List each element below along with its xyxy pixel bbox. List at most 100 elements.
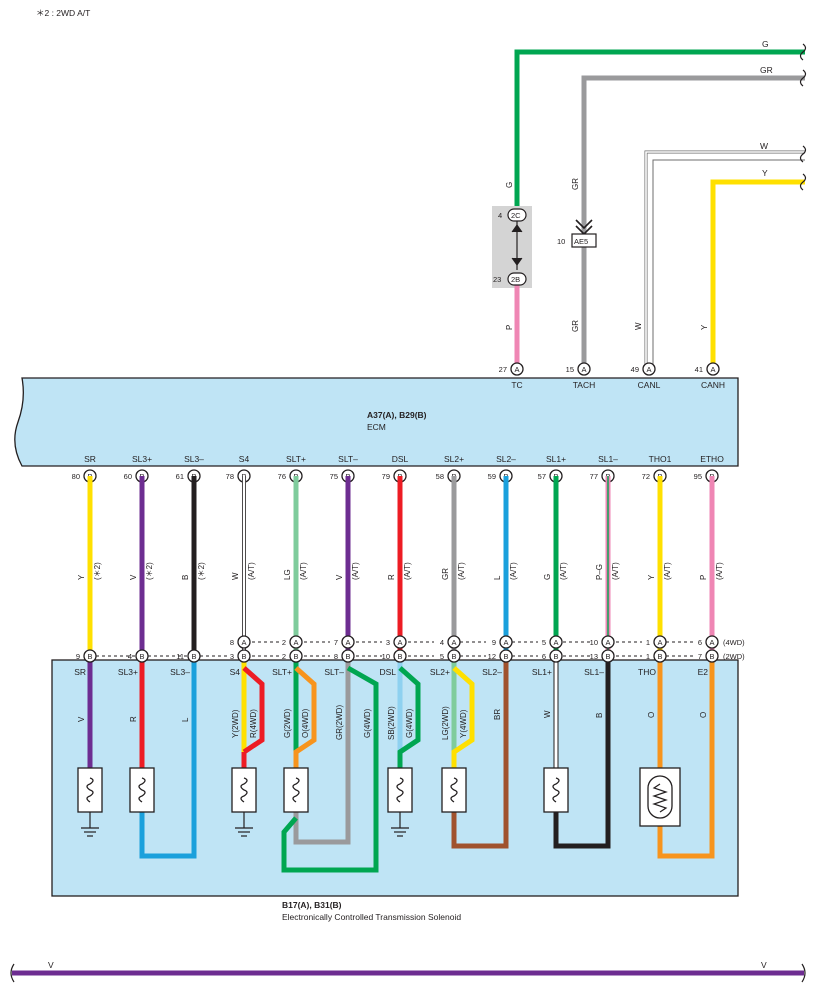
middle-wire-color: P [699,575,708,580]
b-row-pin [341,649,355,663]
middle-wire-note: (＊2) [145,562,154,580]
b-row-pin-num: 11 [176,652,184,661]
b-row-pin-num: 7 [698,652,702,661]
ecm-bottom-pin-num: 61 [176,472,184,481]
ecm-bottom-pin-name: THO1 [649,454,672,464]
solenoid-pin-name: E2 [698,667,709,677]
solenoid-pin-name: SL1+ [532,667,552,677]
svg-text:B: B [191,652,196,661]
b-row-pin [653,649,667,663]
a-row-pin-num: 5 [542,638,546,647]
solenoid-wires [87,662,715,873]
a-row-pin [601,635,615,649]
middle-wire-color: GR [441,568,450,580]
svg-text:W: W [543,710,552,718]
a-row-pin-num: 1 [646,638,650,647]
b-row-pin-num: 8 [334,652,338,661]
ecm-bottom-pin-name: SL1+ [546,454,566,464]
svg-text:B: B [397,652,402,661]
b-row-pin-num: 1 [646,652,650,661]
svg-text:G(2WD): G(2WD) [283,708,292,738]
ecm-top-pin-canl [642,362,656,376]
ecm-top-pin-canh [706,362,720,376]
middle-wire-note: (A/T) [559,562,568,580]
middle-wires: Y(＊2)V(＊2)B(＊2)W(A/T)LG(A/T)V(A/T)R(A/T)… [77,476,724,652]
a-row-pin-num: 3 [386,638,390,647]
ecm-bottom-pin-num: 76 [278,472,286,481]
ecm-top-pin-name: TACH [573,380,596,390]
a-row-pin [653,635,667,649]
wire-y-top [710,179,805,368]
b-row-pin [135,649,149,663]
svg-text:A: A [657,638,662,647]
svg-text:B: B [595,713,604,718]
b-row-pin [705,649,719,663]
a-row-pin [549,635,563,649]
ecm-bottom-pin-name: SLT– [338,454,358,464]
middle-wire-note: (A/T) [457,562,466,580]
svg-text:GR(2WD): GR(2WD) [335,705,344,740]
svg-text:B: B [345,652,350,661]
solenoid-wire-labels: V R L Y(2WD) R(4WD) G(2WD) O(4WD) GR(2WD… [77,705,708,740]
a-row-pin-num: 8 [230,638,234,647]
middle-wire-note: (A/T) [509,562,518,580]
middle-wire-note: (＊2) [197,562,206,580]
ecm-bottom-pin-name: SLT+ [286,454,306,464]
a-row-pin-num: 9 [492,638,496,647]
solenoid-pin-name: SR [74,667,86,677]
svg-text:LG(2WD): LG(2WD) [441,706,450,740]
svg-text:V: V [77,716,86,722]
svg-text:B: B [87,652,92,661]
solenoid-pin-name: SL3+ [118,667,138,677]
wire-gr-top [581,75,805,368]
svg-text:A: A [581,365,586,374]
ecm-bottom-pin-name: SL3+ [132,454,152,464]
ecm-top-pin-tach [577,362,591,376]
solenoid-pin-name: SL2+ [430,667,450,677]
b-row-pin-num: 10 [382,652,390,661]
splice-ae5-box [571,233,597,248]
svg-text:B: B [709,652,714,661]
wire-y-end-label: Y [762,168,768,178]
ecm-bottom-pin-num: 78 [226,472,234,481]
ecm-bottom-pin-name: SL2– [496,454,516,464]
ecm-bottom-pin-name: S4 [239,454,250,464]
wire-gr-lower-label: GR [571,320,580,332]
svg-text:B: B [657,652,662,661]
b-row-pin-num: 13 [590,652,598,661]
b-row-pin-num: 5 [440,652,444,661]
svg-text:B: B [451,652,456,661]
ecm-label: A37(A), B29(B) [367,410,427,420]
svg-text:A: A [709,638,714,647]
middle-wire-color: Y [77,574,86,580]
b-row-pin-num: 2 [282,652,286,661]
b-row-pin-num: 4 [128,652,132,661]
b-row-pin-num: 3 [230,652,234,661]
a-row-pin [499,635,513,649]
ecm-top-pin-num: 49 [631,365,639,374]
middle-wire-note: (A/T) [351,562,360,580]
svg-text:SB(2WD): SB(2WD) [387,706,396,740]
junction-2b-pill [507,272,527,286]
ecm-top-pin-num: 27 [499,365,507,374]
wire-w-end-label: W [760,141,768,151]
middle-wire-color: P–G [595,564,604,580]
svg-text:A: A [605,638,610,647]
ecm-bottom-pin-name: DSL [392,454,409,464]
a-row-pin-num: 2 [282,638,286,647]
b-row-pin [601,649,615,663]
svg-text:Y(4WD): Y(4WD) [459,709,468,738]
middle-wire-color: V [129,574,138,580]
svg-text:A: A [553,638,558,647]
wire-g-top [514,49,805,368]
a-row-pin [705,635,719,649]
svg-text:A: A [514,365,519,374]
svg-text:A: A [345,638,350,647]
solenoid-label: B17(A), B31(B) [282,900,342,910]
middle-wire-note: (A/T) [299,562,308,580]
svg-text:G(4WD): G(4WD) [405,708,414,738]
svg-text:B: B [503,652,508,661]
a-row-pin-num: 7 [334,638,338,647]
ecm-bottom-pin-num: 57 [538,472,546,481]
svg-text:2C: 2C [511,211,521,220]
